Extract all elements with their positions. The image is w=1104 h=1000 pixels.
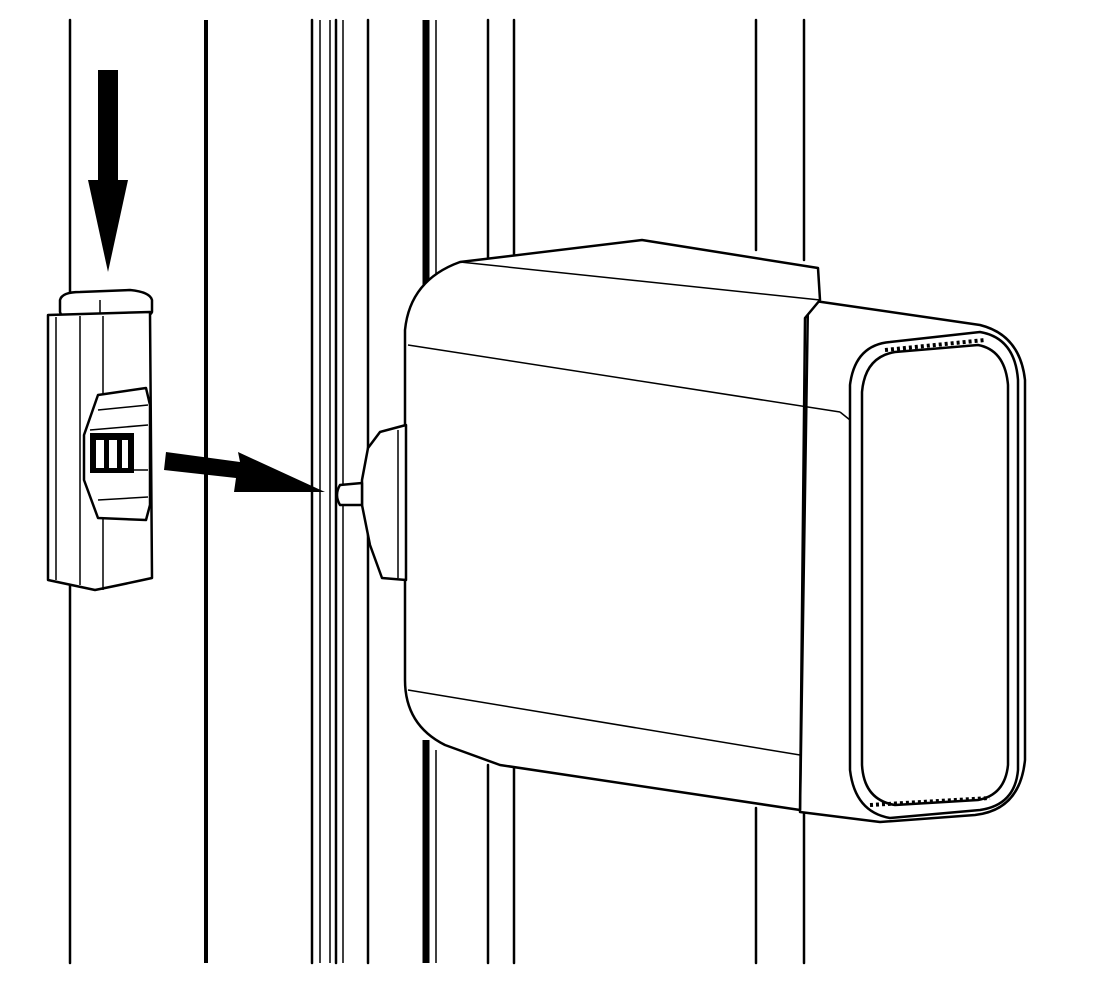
latch-clip <box>46 288 154 592</box>
arrow-right-icon <box>164 452 325 492</box>
door-frame <box>68 18 806 965</box>
mounting-bracket <box>335 423 408 582</box>
arrow-down-icon <box>88 70 128 272</box>
device-body <box>403 238 1027 824</box>
